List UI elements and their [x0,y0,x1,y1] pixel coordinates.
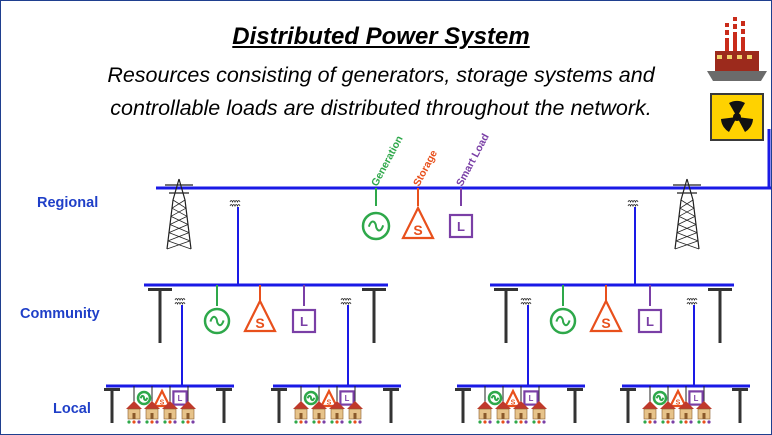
smart-load-icon: L [523,390,539,406]
transformer-icon [520,298,532,306]
house-icon [347,401,363,424]
smart-load-label: Smart Load [454,132,492,189]
house-icon [477,401,493,424]
smart-load-icon: L [172,390,188,406]
load-symbol: L [457,219,465,234]
house-icon [144,401,160,424]
diagram-title: Distributed Power System [232,23,530,50]
transformer-icon [686,298,698,306]
house-icon [696,401,712,424]
storage-symbol: S [511,400,516,407]
level-label-local: Local [53,401,91,417]
generator-icon [361,211,391,241]
storage-icon: S [589,298,623,333]
smart-load-icon: L [688,390,704,406]
storage-icon: S [503,388,523,408]
load-symbol: L [178,394,183,403]
house-icon [311,401,327,424]
transformer-icon [340,298,352,306]
generation-label: Generation [369,134,406,189]
description-line-1: Resources consisting of generators, stor… [107,63,655,87]
storage-icon: S [668,388,688,408]
utility-pole-icon [732,388,748,423]
load-symbol: L [694,394,699,403]
utility-pole-icon [104,388,120,423]
house-icon [642,401,658,424]
generator-icon [303,390,319,406]
level-label-community: Community [20,306,100,322]
generator-icon [203,307,231,335]
utility-pole-icon [271,388,287,423]
utility-pole-icon [494,288,518,343]
storage-label: Storage [411,148,440,188]
storage-symbol: S [601,315,610,331]
smart-load-icon: L [291,308,317,334]
load-symbol: L [529,394,534,403]
utility-pole-icon [708,288,732,343]
transformer-icon [627,200,639,208]
utility-pole-icon [383,388,399,423]
diagram-description: Resources consisting of generators, stor… [51,59,711,125]
generator-icon [549,307,577,335]
storage-icon: S [319,388,339,408]
utility-pole-icon [216,388,232,423]
transformer-icon [229,200,241,208]
generator-icon [136,390,152,406]
house-icon [126,401,142,424]
transformer-icon [174,298,186,306]
utility-pole-icon [362,288,386,343]
power-plant-icon [707,17,767,81]
storage-icon: S [401,205,435,240]
smart-load-icon: L [448,213,474,239]
transmission-tower-icon [165,178,193,250]
storage-icon: S [152,388,172,408]
house-icon [495,401,511,424]
house-icon [293,401,309,424]
house-icon [660,401,676,424]
house-icon [162,401,178,424]
smart-load-icon: L [339,390,355,406]
utility-pole-icon [620,388,636,423]
storage-symbol: S [413,222,422,238]
utility-pole-icon [148,288,172,343]
house-icon [513,401,529,424]
nuclear-hazard-icon [710,93,764,141]
house-icon [531,401,547,424]
storage-symbol: S [255,315,264,331]
transmission-tower-icon [673,178,701,250]
storage-symbol: S [160,400,165,407]
house-icon [678,401,694,424]
storage-symbol: S [327,400,332,407]
generator-icon [652,390,668,406]
storage-symbol: S [676,400,681,407]
description-line-2: controllable loads are distributed throu… [110,96,652,120]
load-symbol: L [300,314,308,329]
load-symbol: L [345,394,350,403]
storage-icon: S [243,298,277,333]
level-label-regional: Regional [37,195,99,211]
house-icon [329,401,345,424]
utility-pole-icon [567,388,583,423]
load-symbol: L [646,314,654,329]
utility-pole-icon [455,388,471,423]
house-icon [180,401,196,424]
smart-load-icon: L [637,308,663,334]
generator-icon [487,390,503,406]
